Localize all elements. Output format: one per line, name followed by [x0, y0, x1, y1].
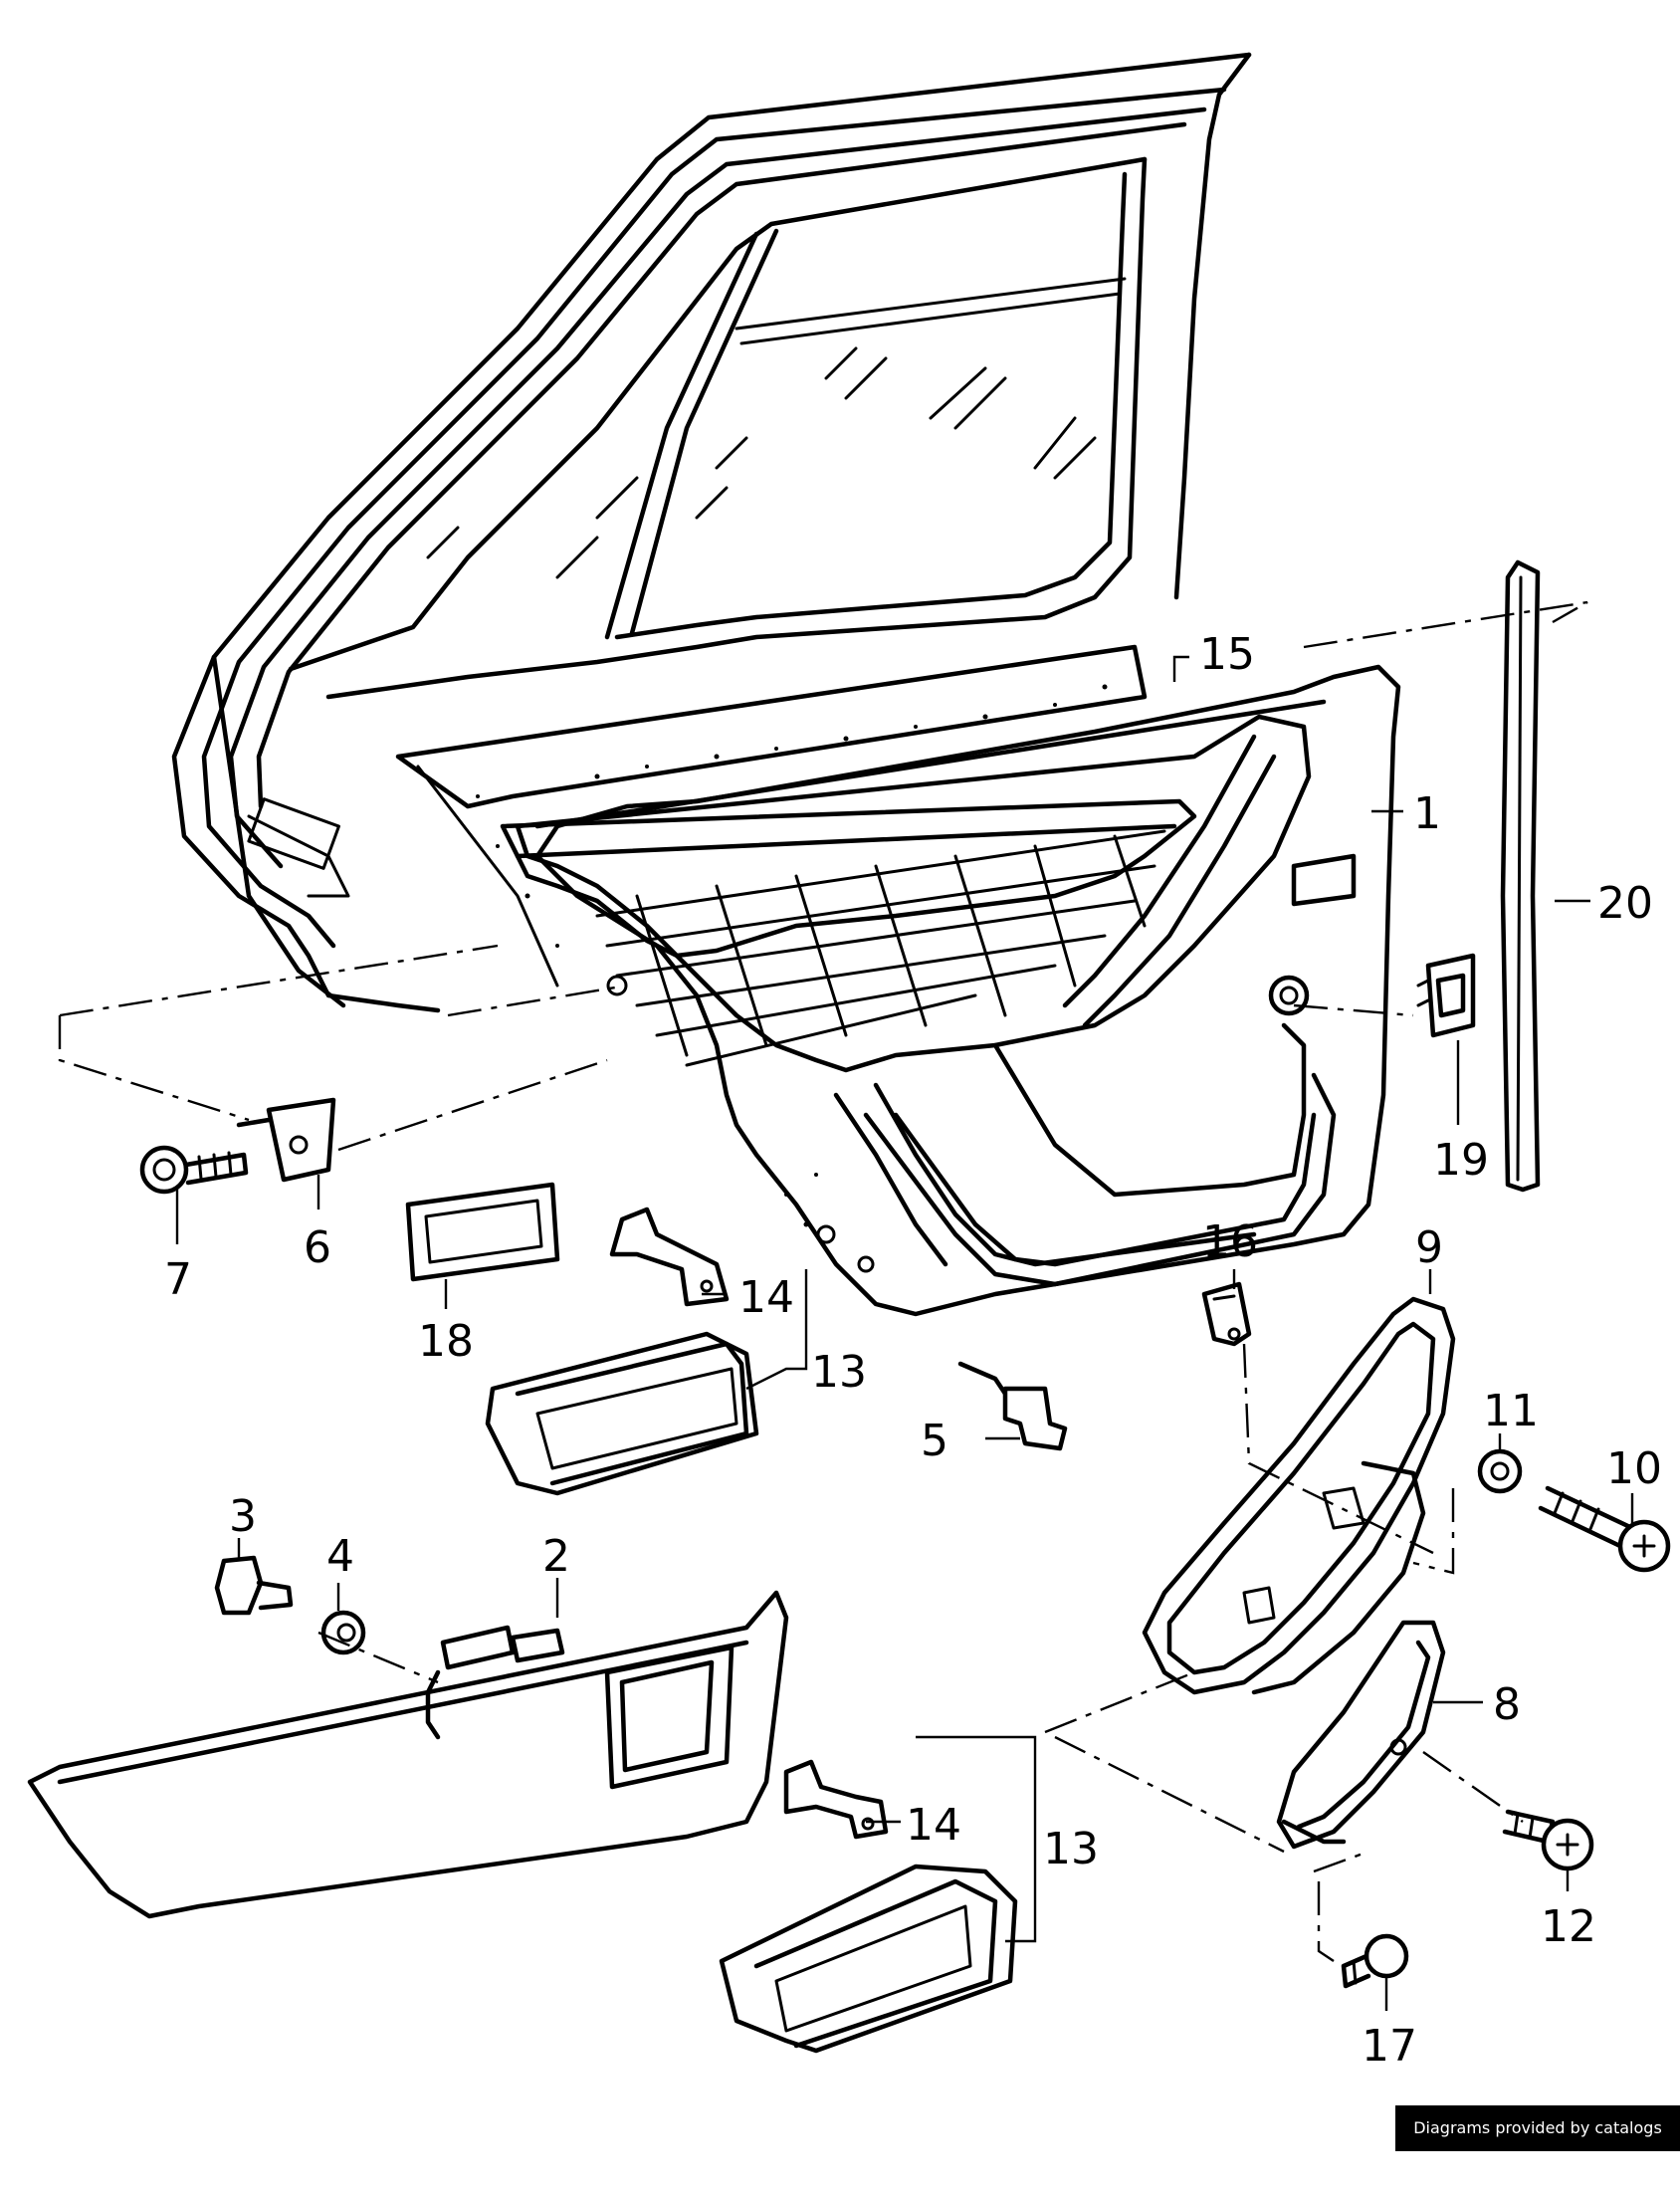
callout-label: 14	[738, 1272, 794, 1323]
parts-diagram: 1 2 3 4 5 6 7 8 9 10 11 12 13 14 15 16 1…	[27, 52, 1671, 2072]
ashtray-lower-drawing	[719, 1864, 1018, 2054]
callout-label: 13	[1043, 1824, 1099, 1874]
callout-label: 6	[304, 1222, 331, 1273]
spring-clip-upper-drawing	[609, 1207, 730, 1307]
panel-insert-hatch	[595, 829, 1166, 1067]
leader-lines	[175, 655, 1634, 2011]
ashtray-upper-drawing	[485, 1331, 759, 1496]
screw-10-drawing	[1538, 1485, 1671, 1573]
reflector-18-drawing	[405, 1182, 560, 1282]
screw-12-drawing	[1502, 1809, 1594, 1871]
window-seal-20-drawing	[1500, 559, 1541, 1193]
door-frame-drawing	[171, 52, 1252, 1013]
callout-label: 10	[1606, 1443, 1662, 1494]
callout-label: 9	[1415, 1222, 1443, 1273]
door-pull-handle-drawing	[1142, 1296, 1456, 1695]
callout-labels: 1 2 3 4 5 6 7 8 9 10 11 12 13 14 15 16 1…	[164, 629, 1662, 2072]
callout-label: 7	[164, 1254, 192, 1305]
spring-clip-lower-drawing	[783, 1759, 889, 1840]
assembly-lines	[58, 600, 1588, 1962]
screw-7-drawing	[139, 1145, 249, 1195]
callout-label: 8	[1493, 1679, 1521, 1730]
door-trim-panel-drawing	[500, 664, 1401, 1317]
callout-label: 11	[1483, 1386, 1539, 1436]
callout-label: 13	[811, 1347, 867, 1398]
insulation-speckle	[476, 684, 1108, 1227]
callout-label: 19	[1433, 1135, 1489, 1186]
callout-label: 14	[906, 1800, 961, 1851]
trim-cover-8-drawing	[1276, 1620, 1446, 1850]
callout-label: 16	[1202, 1216, 1258, 1267]
insulation-15-drawing	[395, 644, 1148, 988]
callout-label: 1	[1413, 788, 1441, 839]
switch-19-drawing	[1416, 953, 1476, 1038]
callout-label: 15	[1199, 629, 1255, 680]
callout-label: 18	[418, 1316, 474, 1367]
callout-label: 4	[326, 1531, 354, 1582]
callout-label: 5	[921, 1416, 948, 1466]
screw-17-drawing	[1341, 1933, 1409, 1989]
callout-label: 17	[1362, 2021, 1417, 2072]
callout-label: 12	[1541, 1901, 1596, 1952]
screw-3-drawing	[214, 1555, 294, 1616]
callout-label: 20	[1597, 878, 1653, 929]
clip-16-drawing	[1201, 1281, 1252, 1347]
clip-5-drawing	[957, 1361, 1068, 1451]
callout-label: 3	[229, 1491, 257, 1542]
washer-11-drawing	[1477, 1448, 1523, 1494]
bracket-6-drawing	[236, 1097, 336, 1183]
credit-banner: Diagrams provided by catalogs parts	[1395, 2105, 1680, 2183]
armrest-drawing	[27, 1590, 789, 1919]
washer-4-drawing	[320, 1610, 366, 1655]
callout-label: 2	[542, 1531, 570, 1582]
